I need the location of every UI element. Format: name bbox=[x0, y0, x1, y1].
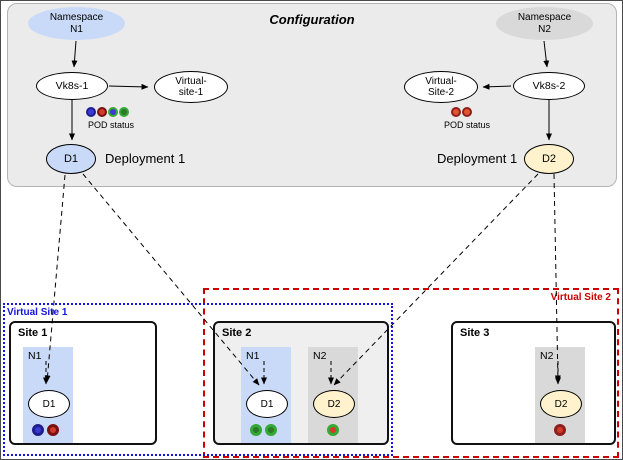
site-2-n1-label: N1 bbox=[246, 350, 260, 362]
site-1-box: Site 1 N1 D1 bbox=[9, 321, 157, 445]
site-2-d2-node: D2 bbox=[313, 390, 355, 418]
configuration-title: Configuration bbox=[269, 12, 355, 27]
virtual-site-2-line1: Virtual- bbox=[425, 75, 457, 87]
deployment-d1-text: D1 bbox=[63, 152, 79, 165]
pod-status-icon bbox=[86, 107, 96, 117]
deployment-d2-node: D2 bbox=[524, 144, 574, 174]
site-2-n1-pod-dots bbox=[250, 424, 277, 436]
pod-status-icon bbox=[119, 107, 129, 117]
pod-status-icon bbox=[462, 107, 472, 117]
pod-status-icon bbox=[97, 107, 107, 117]
deployment-d1-node: D1 bbox=[46, 144, 96, 174]
deployment-1-label-left: Deployment 1 bbox=[105, 151, 186, 166]
pod-status-icon bbox=[250, 424, 262, 436]
pod-status-icon bbox=[451, 107, 461, 117]
site-3-d2-node: D2 bbox=[540, 390, 582, 418]
site-1-d1-node: D1 bbox=[28, 390, 70, 418]
site-3-pod-dots bbox=[554, 424, 566, 436]
namespace-n1-line1: Namespace bbox=[49, 12, 104, 23]
pod-status-label-left: POD status bbox=[87, 120, 134, 130]
site-2-d1-node: D1 bbox=[246, 390, 288, 418]
site-3-title: Site 3 bbox=[460, 327, 490, 339]
vk8s-2-label: Vk8s-2 bbox=[532, 79, 566, 92]
site-3-box: Site 3 N2 D2 bbox=[451, 321, 616, 445]
namespace-n2-line1: Namespace bbox=[517, 12, 572, 23]
site-3-n2-label: N2 bbox=[540, 350, 554, 362]
virtual-site-2-line2: Site-2 bbox=[427, 87, 455, 98]
site-2-box: Site 2 N1 D1 N2 D2 bbox=[213, 321, 389, 445]
site-3-namespace-n2: N2 D2 bbox=[535, 347, 585, 443]
virtual-site-2-region-label: Virtual Site 2 bbox=[550, 292, 611, 303]
deployment-1-label-right: Deployment 1 bbox=[437, 151, 518, 166]
virtual-site-1-line1: Virtual- bbox=[175, 75, 207, 87]
pod-status-icon bbox=[47, 424, 59, 436]
site-2-n2-label: N2 bbox=[313, 350, 327, 362]
site-2-n2-pod-dots bbox=[327, 424, 339, 436]
namespace-n1-line2: N1 bbox=[70, 23, 83, 35]
site-2-namespace-n2: N2 D2 bbox=[308, 347, 358, 443]
site-1-pod-dots bbox=[32, 424, 59, 436]
virtual-site-2-node: Virtual- Site-2 bbox=[404, 71, 478, 103]
pod-status-icon bbox=[265, 424, 277, 436]
pod-status-label-right: POD status bbox=[443, 120, 490, 130]
site-1-n1-label: N1 bbox=[28, 350, 42, 362]
pod-status-row-right bbox=[451, 107, 472, 117]
pod-status-row-left bbox=[86, 107, 129, 117]
site-1-namespace-n1: N1 D1 bbox=[23, 347, 73, 443]
vk8s-2-node: Vk8s-2 bbox=[513, 72, 585, 100]
site-2-title: Site 2 bbox=[222, 327, 252, 339]
pod-status-icon bbox=[32, 424, 44, 436]
namespace-n2-line2: N2 bbox=[538, 23, 551, 35]
virtual-site-1-node: Virtual- site-1 bbox=[154, 71, 228, 103]
pod-status-icon bbox=[108, 107, 118, 117]
virtual-site-1-region-label: Virtual Site 1 bbox=[7, 307, 68, 318]
site-1-title: Site 1 bbox=[18, 327, 48, 339]
namespace-n1-node: Namespace N1 bbox=[28, 7, 125, 40]
vk8s-1-label: Vk8s-1 bbox=[55, 79, 89, 92]
pod-status-icon bbox=[554, 424, 566, 436]
deployment-d2-text: D2 bbox=[541, 152, 557, 165]
virtual-site-1-line2: site-1 bbox=[178, 87, 204, 98]
vk8s-1-node: Vk8s-1 bbox=[36, 72, 108, 100]
site-2-namespace-n1: N1 D1 bbox=[241, 347, 291, 443]
pod-status-icon bbox=[327, 424, 339, 436]
namespace-n2-node: Namespace N2 bbox=[496, 7, 593, 40]
